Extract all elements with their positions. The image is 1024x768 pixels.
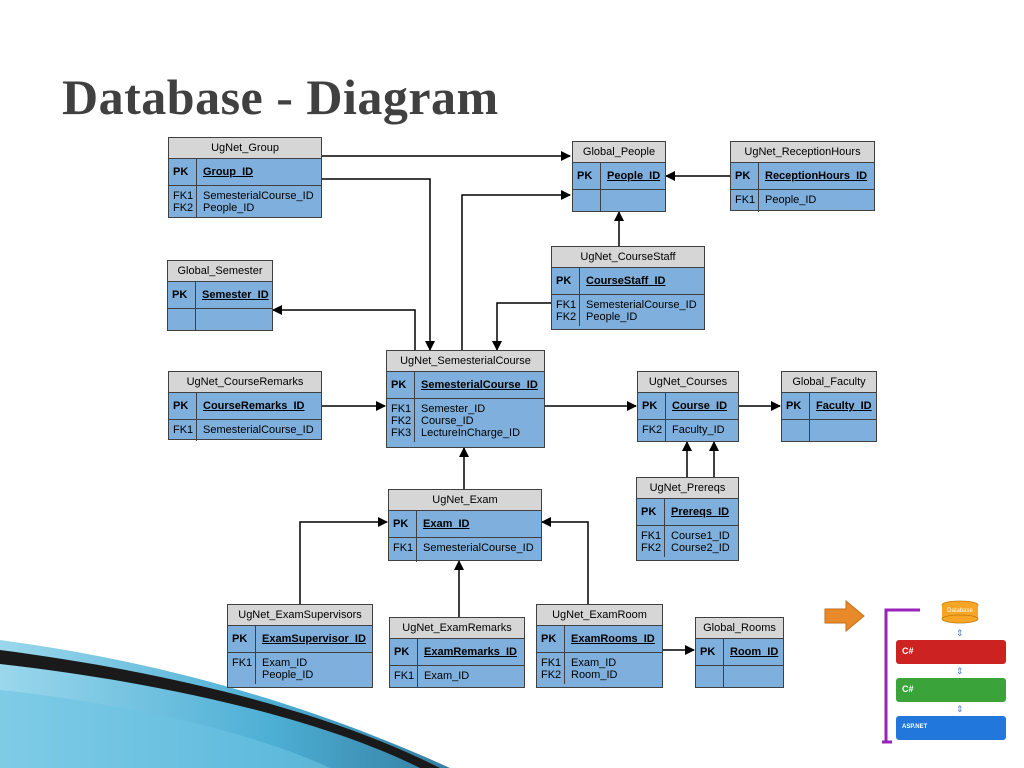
architecture-thumbnail: Database ⇕ C# ⇕ C# ⇕ ASP.NET	[880, 598, 1010, 746]
entity-title: UgNet_CourseRemarks	[169, 372, 321, 393]
arrow-supervisors-to-exam	[299, 517, 388, 604]
entity-title: Global_Faculty	[782, 372, 876, 393]
entity-title: UgNet_Exam	[389, 490, 541, 511]
entity-title: UgNet_ExamRemarks	[390, 618, 524, 639]
database-label: Database	[947, 608, 973, 614]
entity-title: UgNet_ExamRoom	[537, 605, 662, 626]
fk-row	[696, 666, 783, 688]
slide-title: Database - Diagram	[62, 69, 499, 125]
arrow-updown-icon: ⇕	[956, 704, 964, 714]
entity-title: Global_People	[573, 142, 665, 163]
entity-title: UgNet_SemesterialCourse	[387, 351, 544, 372]
entity-title: Global_Semester	[168, 261, 272, 282]
layer-csharp-logic: C#	[896, 678, 1006, 702]
layer-aspnet: ASP.NET	[896, 716, 1006, 740]
arrow-semcourse-to-semester	[272, 305, 416, 350]
database-icon: Database	[940, 600, 980, 624]
arrow-staff-to-semcourse	[492, 302, 551, 351]
entity-title: UgNet_Group	[169, 138, 321, 159]
layer-csharp-data: C#	[896, 640, 1006, 664]
arrow-group-to-semcourse	[321, 178, 435, 351]
fk-row	[782, 420, 876, 442]
arrow-semcourse-to-people	[461, 190, 571, 350]
entity-title: UgNet_Prereqs	[637, 478, 738, 499]
fk-row	[168, 309, 272, 331]
orange-arrow-icon	[824, 600, 865, 632]
entity-title: UgNet_ReceptionHours	[731, 142, 874, 163]
arrow-examroom-to-exam	[541, 517, 589, 604]
entity-title: UgNet_Courses	[638, 372, 738, 393]
entity-title: UgNet_ExamSupervisors	[228, 605, 372, 626]
thumbnail-frame	[882, 608, 920, 744]
fk-row	[573, 190, 665, 212]
arrow-updown-icon: ⇕	[956, 628, 964, 638]
arrow-updown-icon: ⇕	[956, 666, 964, 676]
entity-title: Global_Rooms	[696, 618, 783, 639]
entity-title: UgNet_CourseStaff	[552, 247, 704, 268]
